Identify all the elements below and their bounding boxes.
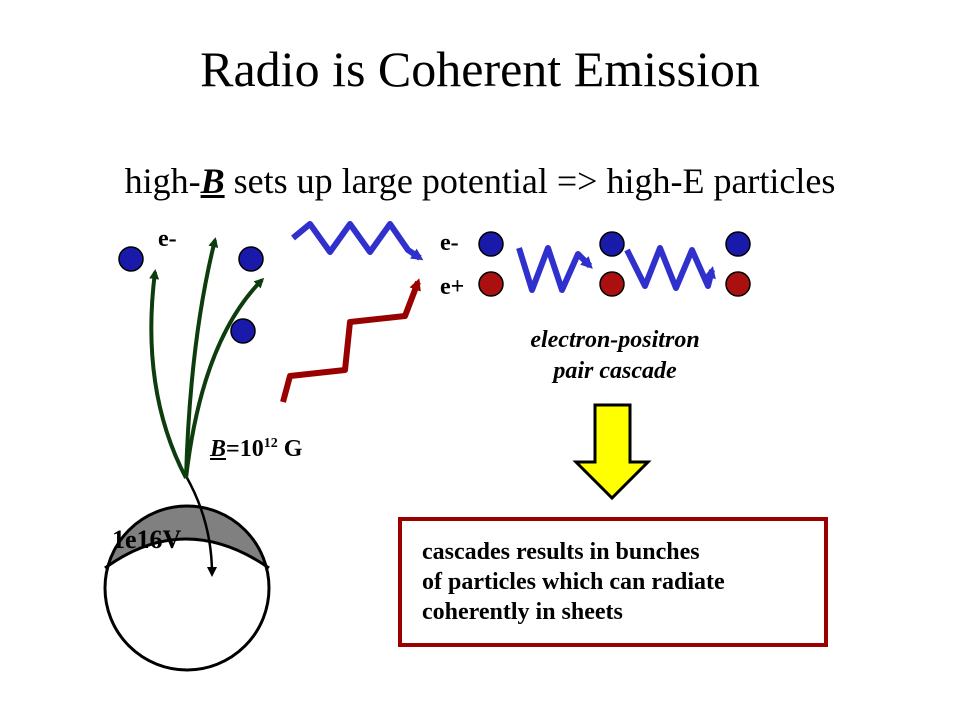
- field-strength-label: B=1012 G: [210, 436, 302, 463]
- field-line-left: [149, 269, 188, 479]
- gamma-photon-red: [280, 278, 421, 403]
- slide-title: Radio is Coherent Emission: [200, 41, 760, 97]
- result-line: of particles which can radiate: [422, 569, 725, 595]
- positron-particle: [599, 271, 625, 297]
- positron-particle: [725, 271, 751, 297]
- cascade-label: electron-positron pair cascade: [470, 325, 760, 387]
- electron-particle: [478, 231, 504, 257]
- electron-particle: [230, 318, 256, 344]
- positron-particle: [478, 271, 504, 297]
- field-unit: G: [277, 436, 303, 462]
- star-outline: [103, 504, 271, 672]
- pair-positron-label: e+: [440, 274, 465, 300]
- subtitle-suffix: sets up large potential => high-E partic…: [224, 161, 836, 201]
- field-b-symbol: B: [210, 436, 227, 462]
- cap-boundary: [104, 537, 270, 570]
- cascade-label-line: pair cascade: [553, 358, 677, 384]
- cascade-label-line: electron-positron: [530, 327, 700, 353]
- gamma-photon-blue: [291, 221, 424, 261]
- result-arrow: [572, 403, 652, 501]
- field-line-right: [184, 277, 265, 479]
- field-exponent: 12: [263, 436, 278, 451]
- electron-particle: [599, 231, 625, 257]
- pair-electron-label: e-: [440, 230, 459, 256]
- cascade-photon: [516, 245, 593, 293]
- potential-arrow: [184, 475, 217, 577]
- field-eq: =10: [226, 436, 264, 462]
- neutron-star: [103, 475, 271, 672]
- electron-particle: [118, 246, 144, 272]
- subtitle-b-symbol: B: [200, 161, 225, 201]
- electron-particle: [725, 231, 751, 257]
- slide-subtitle: high-B sets up large potential => high-E…: [0, 160, 960, 202]
- electron-particle: [238, 246, 264, 272]
- field-line-middle: [184, 237, 219, 479]
- result-box: cascades results in bunches of particles…: [398, 517, 828, 647]
- subtitle-prefix: high-: [124, 161, 201, 201]
- cascade-photon: [624, 245, 716, 291]
- potential-label: 1e16V: [112, 525, 182, 554]
- result-line: cascades results in bunches: [422, 539, 700, 565]
- result-line: coherently in sheets: [422, 599, 623, 625]
- electron-label: e-: [158, 226, 177, 252]
